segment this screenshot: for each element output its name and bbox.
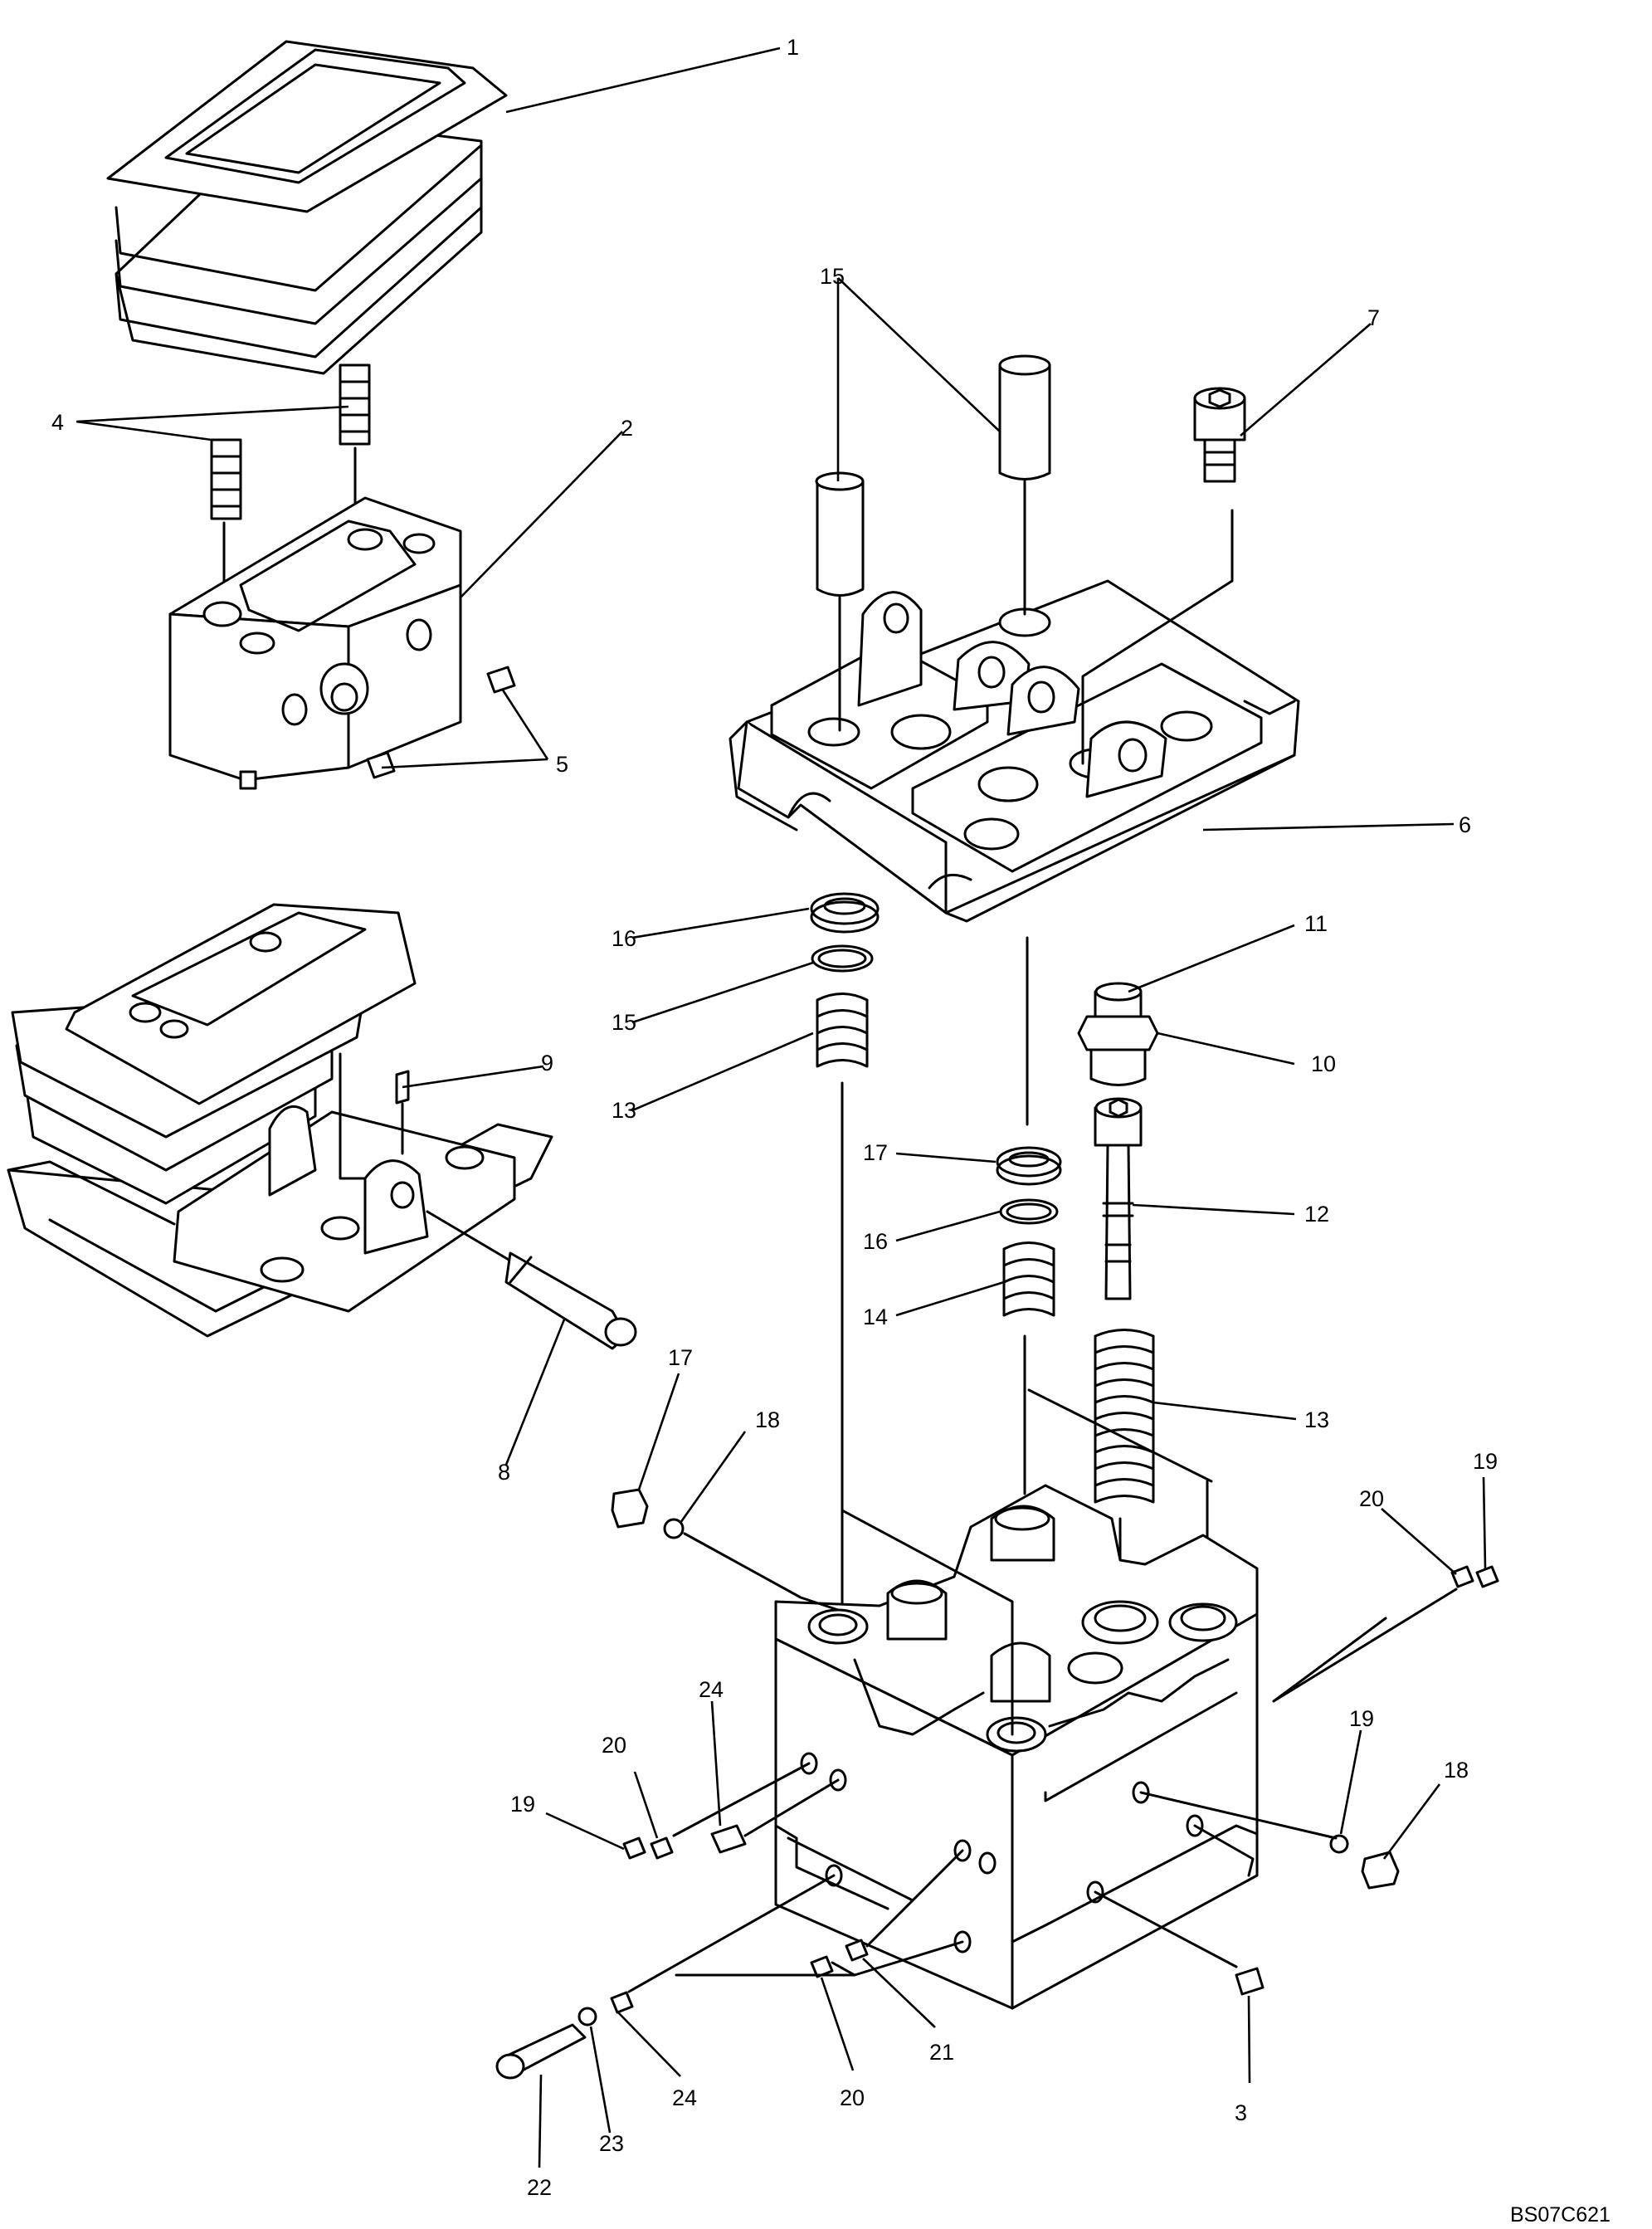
callout-20: 20 xyxy=(602,1733,626,1758)
part-5-top-plate xyxy=(729,579,1300,923)
callout-15: 15 xyxy=(612,1010,636,1035)
callout-3: 4 xyxy=(51,410,64,435)
callout-13: 13 xyxy=(612,1098,636,1123)
callout-20: 21 xyxy=(929,2040,954,2065)
leader-lines xyxy=(76,46,1487,2168)
callout-labels: 1 2 4 5 6 7 8 9 10 11 12 13 13 14 15 15 … xyxy=(51,35,1498,2200)
callout-13: 14 xyxy=(863,1305,888,1329)
callout-11: 12 xyxy=(1304,1202,1329,1227)
callout-21: 22 xyxy=(527,2175,552,2200)
callout-1: 1 xyxy=(787,35,799,60)
callout-7: 8 xyxy=(498,1460,510,1485)
part-1-rubber-boot xyxy=(106,40,508,375)
callout-4: 5 xyxy=(556,752,568,777)
callout-16: 16 xyxy=(612,926,636,951)
part-4-set-screws xyxy=(366,666,516,779)
assembled-view xyxy=(7,903,553,1338)
drawing-code: BS07C621 xyxy=(1510,2203,1611,2227)
callout-2: 2 xyxy=(621,416,633,441)
callout-17: 18 xyxy=(1444,1758,1469,1783)
plugs-and-fittings xyxy=(495,1388,1499,2080)
callout-14: 15 xyxy=(820,264,845,289)
callout-18: 18 xyxy=(755,1407,780,1432)
callout-23: 24 xyxy=(672,2085,697,2110)
callout-19: 19 xyxy=(1473,1449,1498,1474)
callout-15: 16 xyxy=(863,1229,888,1254)
part-2-lever-housing xyxy=(168,496,462,790)
right-plunger-stack xyxy=(1077,982,1209,1632)
left-spring-stack xyxy=(810,892,880,1649)
part-7-pin xyxy=(426,1210,637,1350)
callout-12: 13 xyxy=(1304,1407,1329,1432)
callout-16: 17 xyxy=(863,1140,888,1165)
middle-spring-stack xyxy=(996,936,1062,1495)
callout-17: 17 xyxy=(668,1345,693,1370)
part-14-pins xyxy=(815,354,1051,732)
callout-6: 7 xyxy=(1367,305,1380,330)
callout-19: 19 xyxy=(510,1792,535,1817)
callout-24: 3 xyxy=(1235,2100,1247,2125)
callout-20: 20 xyxy=(1359,1486,1384,1511)
callout-24: 24 xyxy=(699,1677,724,1702)
valve-body xyxy=(774,1484,1259,2010)
callout-18: 19 xyxy=(1349,1706,1374,1731)
callout-19: 20 xyxy=(840,2085,865,2110)
callout-8: 9 xyxy=(541,1051,553,1075)
callout-10: 11 xyxy=(1304,911,1328,936)
callout-5: 6 xyxy=(1459,812,1471,837)
part-6-cap-screw xyxy=(1081,387,1246,765)
callout-22: 23 xyxy=(599,2131,624,2156)
callout-9: 10 xyxy=(1311,1051,1336,1076)
